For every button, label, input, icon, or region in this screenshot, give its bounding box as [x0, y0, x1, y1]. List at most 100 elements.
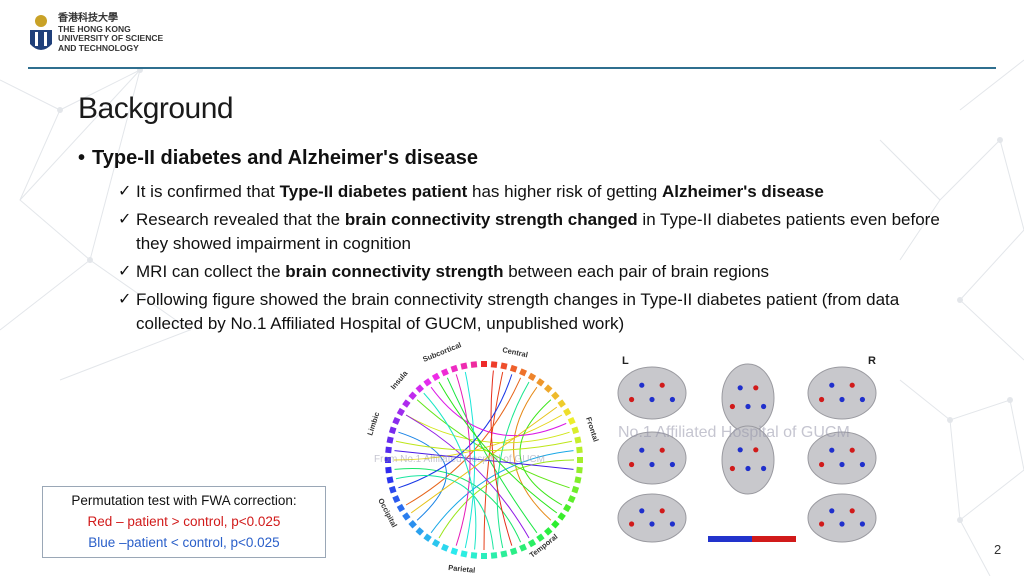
- connection-chord: [398, 431, 447, 521]
- brain-view: [617, 431, 687, 485]
- ring-segment: [576, 446, 583, 454]
- checkmark-icon: ✓: [118, 211, 132, 228]
- ring-segment: [563, 503, 572, 513]
- connection-chord: [519, 399, 563, 506]
- brain-node: [753, 385, 759, 391]
- list-item-text: Research revealed that the brain connect…: [136, 210, 940, 253]
- ring-segment: [551, 391, 560, 401]
- ring-segment: [440, 543, 449, 552]
- permutation-legend-box: Permutation test with FWA correction: Re…: [42, 486, 326, 558]
- brain-node: [745, 465, 751, 472]
- brain-images: [617, 363, 877, 543]
- label-parietal: Parietal: [448, 563, 476, 575]
- ring-segment: [388, 485, 397, 494]
- ring-segment: [574, 436, 582, 444]
- ring-segment: [527, 372, 537, 381]
- ring-segment: [402, 399, 411, 408]
- brain-views-figure: L R: [617, 355, 877, 543]
- connection-chord: [455, 374, 471, 546]
- ring-segment: [408, 519, 417, 529]
- connection-chord: [464, 371, 476, 549]
- slide-title: Background: [78, 92, 234, 125]
- page-number: 2: [994, 542, 1002, 557]
- list-item: ✓ MRI can collect the brain connectivity…: [118, 260, 958, 284]
- ring-segment: [385, 457, 391, 463]
- connection-chord: [405, 414, 530, 539]
- circle-watermark: From No.1 Affiliated Hospital of GUCM: [374, 454, 545, 465]
- brain-node: [829, 382, 835, 388]
- ring-segment: [396, 503, 405, 513]
- brain-node: [669, 396, 675, 403]
- ring-segment: [392, 416, 401, 425]
- ring-segment: [460, 362, 468, 370]
- brain-node: [859, 396, 865, 403]
- list-item-text: MRI can collect the brain connectivity s…: [136, 262, 770, 281]
- connection-chord: [430, 450, 574, 534]
- brain-node: [649, 461, 655, 468]
- checkmark-icon: ✓: [118, 263, 132, 280]
- ring-segment: [500, 550, 508, 558]
- brain-node: [639, 508, 645, 514]
- brain-node: [761, 403, 767, 410]
- list-item: ✓ Research revealed that the brain conne…: [118, 208, 958, 256]
- connection-chord: [410, 406, 558, 514]
- permutation-red-label: Red – patient > control, p<0.025: [87, 514, 281, 529]
- connection-chord: [395, 440, 573, 452]
- scale-bar-red: [752, 536, 796, 542]
- checkmark-icon: ✓: [118, 291, 132, 308]
- permutation-title: Permutation test with FWA correction:: [71, 493, 297, 508]
- ring-segment: [519, 543, 528, 552]
- ring-segment: [567, 416, 576, 425]
- label-frontal: Frontal: [584, 416, 600, 443]
- circle-ring: [385, 361, 583, 559]
- brain-view: [721, 425, 775, 495]
- brain-node: [639, 447, 645, 453]
- brain-view: [807, 493, 877, 543]
- circle-chords: [393, 370, 575, 551]
- brain-view: [721, 363, 775, 433]
- header-rule: [28, 67, 996, 69]
- ring-segment: [577, 457, 583, 463]
- ring-segment: [423, 378, 432, 387]
- ring-segment: [509, 547, 518, 556]
- brain-node: [729, 465, 735, 472]
- logo-line2: UNIVERSITY OF SCIENCE: [58, 33, 164, 43]
- ring-segment: [500, 362, 508, 370]
- brain-node: [659, 382, 665, 388]
- ring-segment: [402, 512, 411, 521]
- brain-node: [761, 465, 767, 472]
- permutation-blue-label: Blue –patient < control, p<0.025: [88, 535, 280, 550]
- connection-chord: [438, 381, 558, 514]
- right-hemisphere-label: R: [868, 355, 876, 367]
- ring-segment: [481, 553, 487, 559]
- left-hemisphere-label: L: [622, 355, 629, 367]
- hkust-emblem-icon: [30, 15, 52, 50]
- brain-node: [737, 385, 743, 391]
- ring-segment: [509, 364, 518, 373]
- ring-segment: [386, 436, 394, 444]
- label-limbic: Limbic: [365, 411, 381, 437]
- connection-chord: [393, 414, 563, 461]
- brain-node: [819, 396, 825, 403]
- ring-segment: [536, 533, 545, 542]
- ring-segment: [386, 476, 394, 484]
- brain-node: [629, 396, 635, 403]
- brain-node: [629, 521, 635, 527]
- ring-segment: [440, 368, 449, 377]
- ring-segment: [385, 446, 392, 454]
- label-central: Central: [502, 345, 529, 359]
- ring-segment: [385, 466, 392, 474]
- label-insula: Insula: [389, 368, 410, 391]
- ring-segment: [574, 476, 582, 484]
- ring-segment: [392, 495, 401, 504]
- logo-chinese: 香港科技大學: [58, 13, 118, 24]
- brain-node: [859, 461, 865, 468]
- brain-node: [839, 521, 845, 527]
- ring-segment: [470, 361, 478, 368]
- connection-chord: [490, 370, 513, 546]
- brain-node: [829, 508, 835, 514]
- ring-segment: [571, 426, 580, 435]
- ring-segment: [460, 550, 468, 558]
- brain-view: [617, 366, 687, 420]
